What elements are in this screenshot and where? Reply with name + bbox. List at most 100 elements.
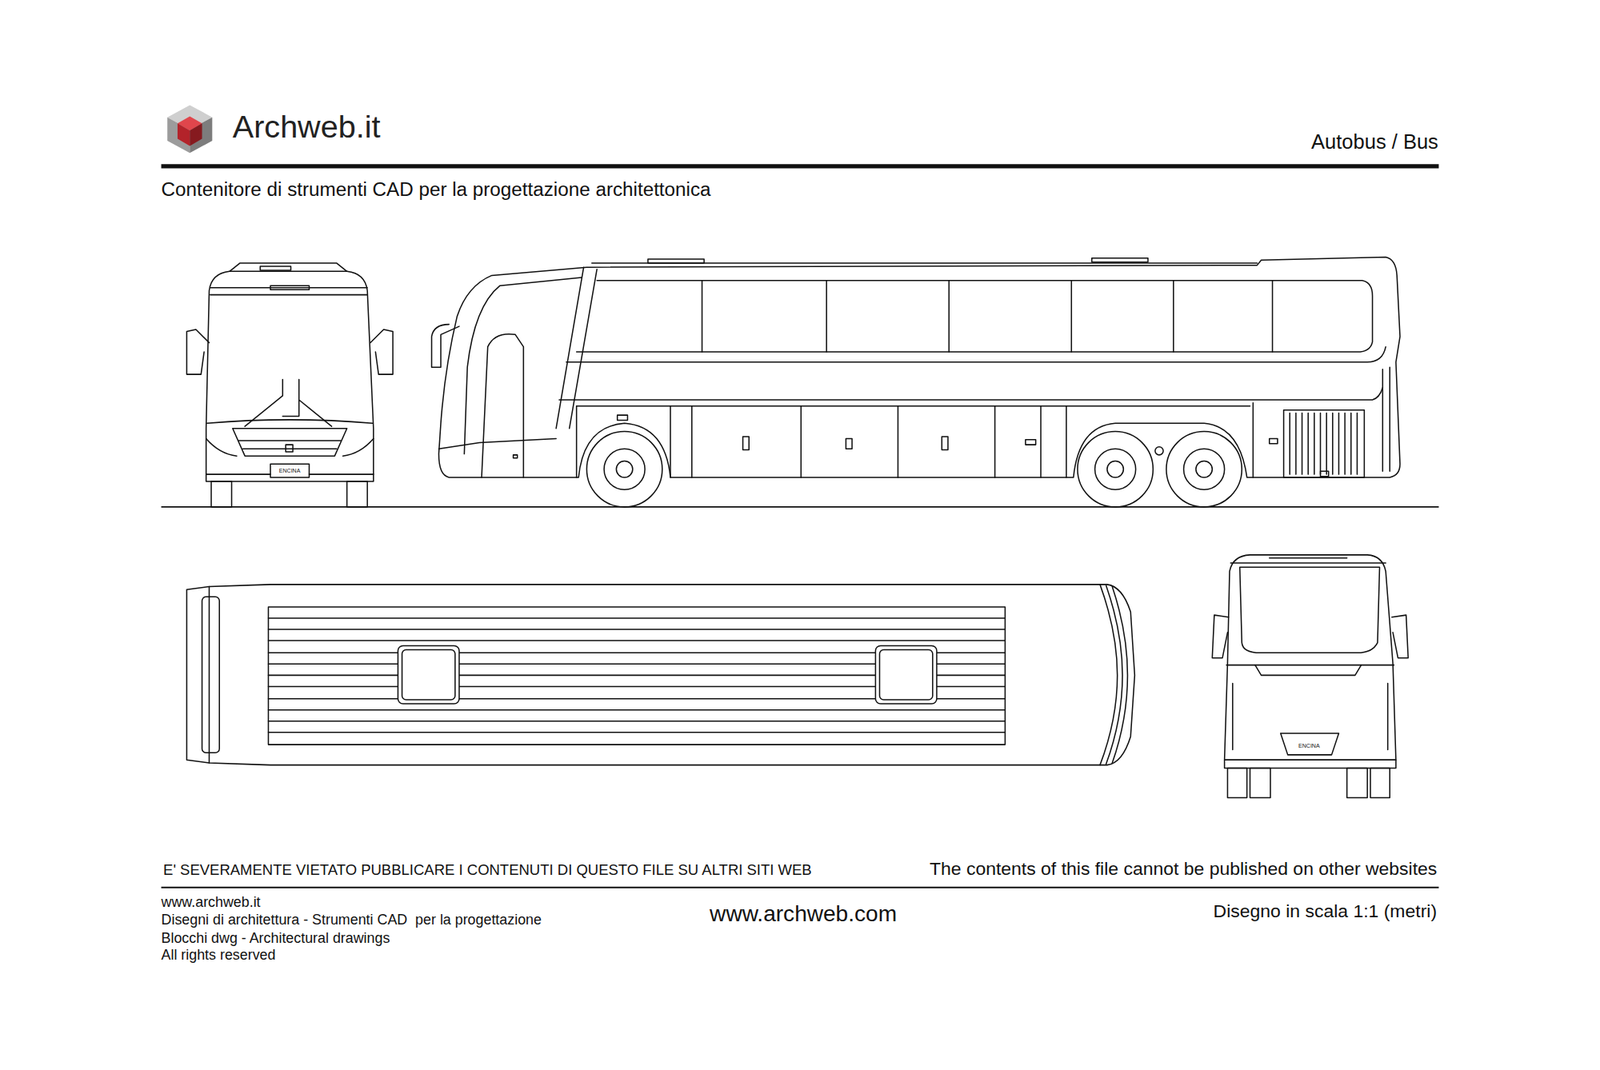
bus-rear-view — [1269, 557, 1348, 560]
bus-side-view — [1092, 258, 1148, 263]
footer-text: Blocchi dwg - Architectural drawings — [161, 930, 391, 945]
brand-name: Archweb.it — [232, 111, 381, 144]
bus-side-view — [845, 438, 852, 449]
bus-side-view — [648, 259, 704, 264]
bus-side-view — [566, 347, 1386, 363]
bus-side-view — [702, 280, 1273, 352]
bus-side-view — [1382, 367, 1390, 472]
bus-top-view — [268, 618, 1005, 733]
logo-cube — [167, 104, 212, 153]
copyright-note: E' SEVERAMENTE VIETATO PUBBLICARE I CONT… — [163, 863, 812, 878]
bus-side-view — [576, 405, 1251, 408]
bus-rear-view — [1370, 768, 1390, 798]
bus-side-view — [576, 280, 1373, 352]
sheet-rule — [161, 887, 1440, 889]
subtitle: Contenitore di strumenti CAD per la prog… — [161, 179, 712, 199]
bus-front-view — [270, 464, 309, 478]
bus-side-view — [576, 403, 1254, 478]
bus-side-view — [559, 388, 1383, 400]
bus-side-view — [1077, 432, 1153, 508]
bus-side-view — [556, 267, 597, 429]
bus-top-view — [402, 649, 456, 700]
bus-side-view — [941, 436, 948, 451]
bus-side-view — [586, 432, 662, 508]
bus-front-view — [211, 481, 232, 508]
bus-front-view — [270, 285, 309, 290]
bus-side-view — [438, 256, 1400, 478]
bus-side-view — [1184, 448, 1225, 490]
bus-side-view — [1107, 461, 1124, 478]
bus-top-view — [186, 584, 1135, 766]
bus-top-view — [186, 584, 1135, 766]
bus-front-view — [186, 329, 209, 375]
bus-top-view — [875, 645, 937, 704]
bus-rear-view — [1212, 615, 1228, 659]
bus-side-view — [617, 415, 628, 420]
bus-top-view — [268, 607, 1005, 745]
bus-rear-view — [1212, 555, 1408, 799]
bus-top-view — [879, 649, 932, 700]
bus-side-view — [1166, 432, 1242, 508]
bus-side-view — [432, 324, 460, 368]
bus-side-view — [604, 448, 645, 490]
bus-front-view — [206, 271, 374, 482]
bus-side-view — [1269, 438, 1278, 444]
bus-front-view — [206, 473, 271, 476]
bus-front-view — [238, 440, 341, 442]
website-link: www.archweb.com — [709, 903, 897, 926]
sheet-rule — [161, 166, 1440, 888]
bus-rear-view — [1227, 768, 1247, 798]
scale-note: Disegno in scala 1:1 (metri) — [1213, 901, 1437, 920]
bus-side-view — [1025, 440, 1036, 445]
bus-top-view — [397, 645, 460, 704]
footer-text: www.archweb.it — [161, 895, 261, 910]
bus-side-view — [481, 334, 524, 478]
bus-side-view — [1284, 410, 1365, 478]
bus-top-view — [208, 586, 211, 764]
bus-front-view — [260, 266, 291, 271]
bus-front-view — [210, 287, 368, 289]
sheet-rule — [161, 164, 1440, 168]
bus-rear-view — [1224, 760, 1396, 768]
bus-front-view — [243, 448, 337, 450]
plate-text: ENCINA — [279, 468, 301, 475]
bus-front-view — [370, 329, 393, 375]
bus-side-view — [438, 438, 556, 449]
bus-rear-view — [1249, 768, 1271, 798]
bus-side-view — [513, 455, 518, 459]
bus-front-view — [206, 438, 374, 456]
bus-side-view — [1155, 447, 1164, 456]
bus-front-view — [186, 263, 393, 508]
bus-front-view — [285, 444, 293, 452]
bus-front-view — [232, 428, 348, 456]
bus-front-view — [244, 379, 332, 427]
bus-front-view — [308, 473, 373, 476]
bus-rear-view — [1392, 615, 1408, 659]
bus-side-view — [1196, 461, 1212, 478]
footer-text: All rights reserved — [161, 948, 276, 963]
bus-front-view — [347, 481, 368, 508]
bus-side-view — [432, 256, 1400, 507]
bus-front-view — [229, 263, 348, 272]
bus-side-view — [616, 461, 632, 478]
bus-side-view — [1095, 448, 1136, 490]
logo-cube — [177, 123, 190, 146]
bus-side-view — [743, 436, 750, 451]
bus-rear-view — [1347, 768, 1368, 798]
bus-top-view — [1112, 586, 1128, 764]
bus-rear-view — [1226, 664, 1394, 667]
bus-rear-view — [1240, 567, 1380, 653]
sheet-title: Autobus / Bus — [1311, 132, 1439, 153]
bus-top-view — [202, 596, 220, 753]
bus-rear-view — [1224, 555, 1396, 760]
copyright-note: The contents of this file cannot be publ… — [929, 860, 1437, 879]
bus-front-view — [207, 420, 373, 424]
bus-rear-view — [1255, 665, 1362, 676]
bus-rear-view — [1280, 733, 1340, 756]
logo-cube — [189, 123, 202, 146]
plate-text: ENCINA — [1298, 744, 1320, 750]
bus-side-view — [1289, 413, 1357, 476]
footer-text: Disegni di architettura - Strumenti CAD … — [161, 912, 542, 927]
bus-front-view — [210, 294, 368, 296]
